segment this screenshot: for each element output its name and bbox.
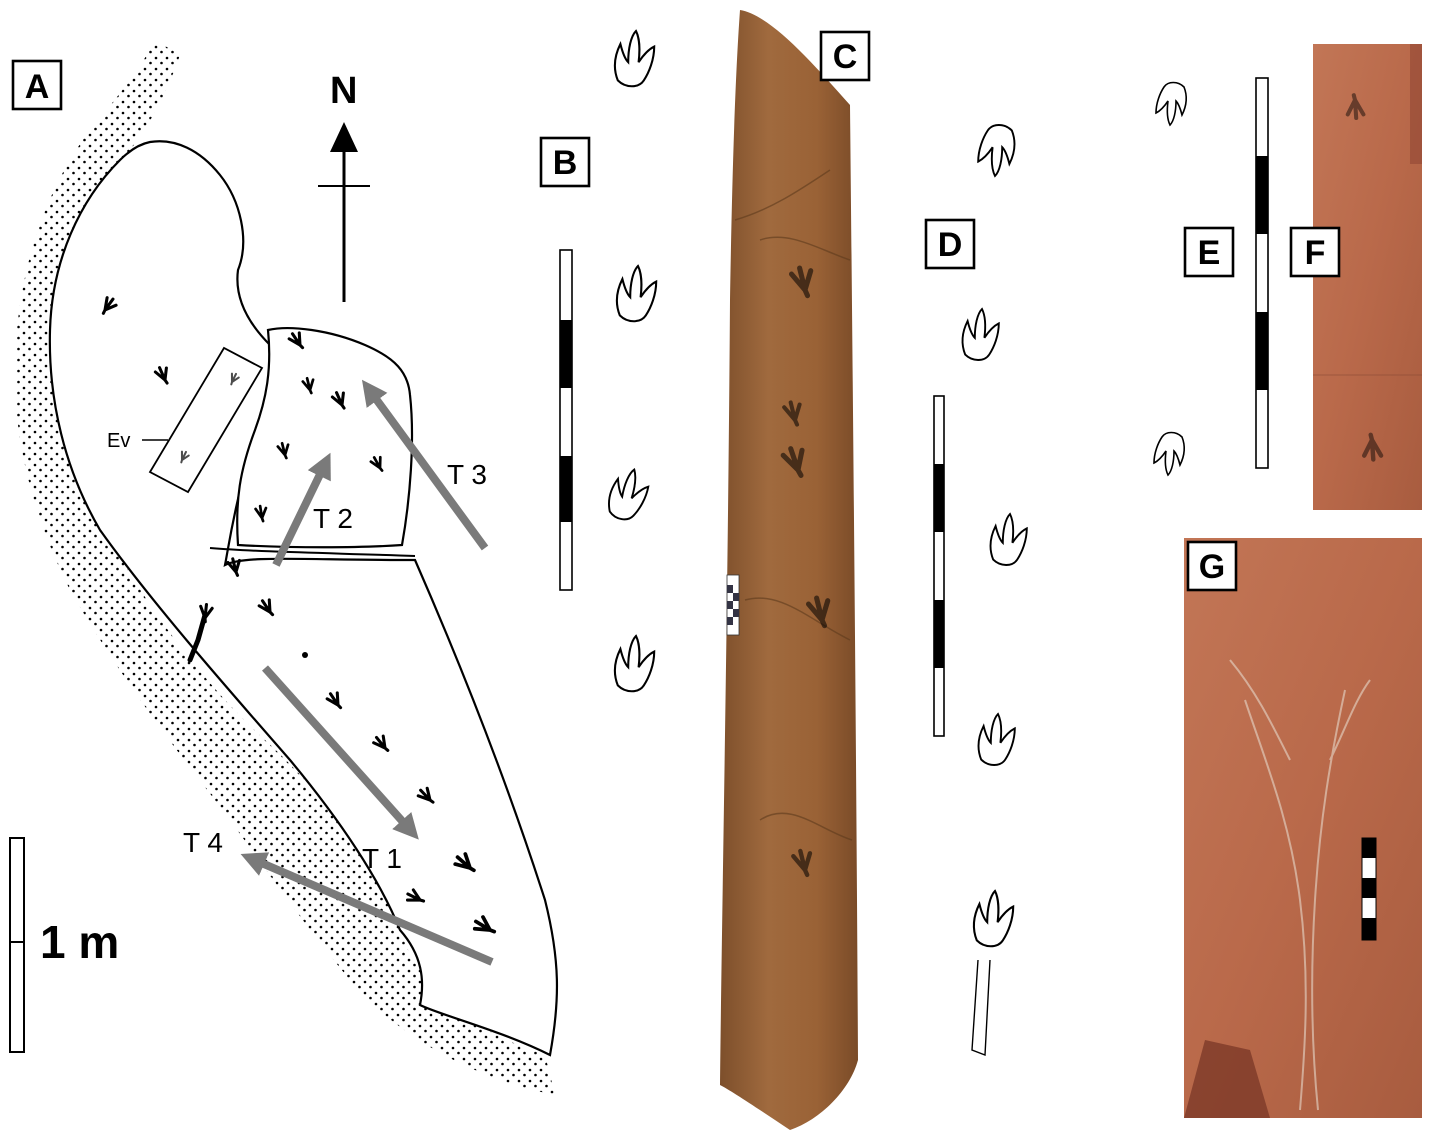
panel-g-photo xyxy=(1184,538,1422,1118)
panel-label-e: E xyxy=(1185,228,1233,276)
rock-slab xyxy=(720,10,858,1130)
panel-label-b: B xyxy=(541,138,589,186)
svg-text:C: C xyxy=(833,38,858,76)
svg-text:D: D xyxy=(938,226,963,264)
ev-label: Ev xyxy=(107,430,130,452)
svg-text:E: E xyxy=(1198,234,1221,272)
north-label: N xyxy=(330,70,357,112)
panel-label-a: A xyxy=(13,61,61,109)
svg-text:A: A xyxy=(25,68,50,106)
trackway-label-t2: T 2 xyxy=(313,503,353,534)
panel-label-d: D xyxy=(926,220,974,268)
scale-bar-icon xyxy=(1256,78,1268,468)
svg-text:F: F xyxy=(1305,234,1326,272)
panel-a-map: Ev N T 1 T 2 T 3 T 4 1 m xyxy=(10,40,557,1095)
trackway-label-t1: T 1 xyxy=(362,843,402,874)
trackway-label-t3: T 3 xyxy=(447,459,487,490)
scale-bar-icon xyxy=(560,250,572,590)
scale-label: 1 m xyxy=(40,916,119,968)
scale-bar-icon xyxy=(934,396,944,736)
scale-bar-icon xyxy=(1362,838,1376,940)
panel-b-tracing xyxy=(560,31,656,691)
svg-text:B: B xyxy=(553,144,578,182)
footprint-icon xyxy=(606,31,656,691)
panel-label-g: G xyxy=(1188,542,1236,590)
svg-text:G: G xyxy=(1199,548,1225,586)
trackway-label-t4: T 4 xyxy=(183,827,223,858)
scale-bar-icon xyxy=(727,575,739,635)
panel-label-f: F xyxy=(1291,228,1339,276)
north-arrow-icon: N xyxy=(318,70,370,302)
scale-bar-icon xyxy=(10,838,24,1052)
footprint-icon xyxy=(1154,83,1186,476)
panel-c-photo xyxy=(720,10,858,1130)
panel-label-c: C xyxy=(821,32,869,80)
